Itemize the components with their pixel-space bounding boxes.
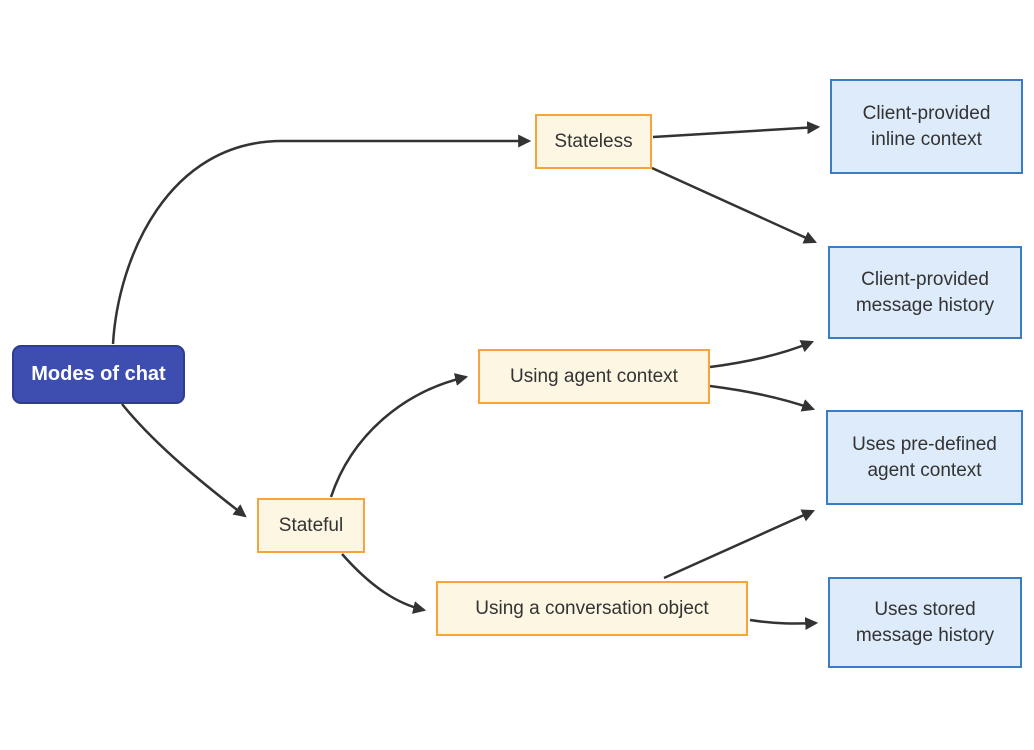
edge-stateless-to-message-history xyxy=(651,166,817,244)
node-label: Client-provided message history xyxy=(855,269,995,316)
edge-stateless-to-inline-context xyxy=(652,121,821,139)
node-label: Client-provided inline context xyxy=(862,103,991,150)
node-stateless: Stateless xyxy=(535,114,652,169)
node-label: Using agent context xyxy=(510,365,678,387)
node-client-provided-inline-context: Client-provided inline context xyxy=(830,79,1023,174)
edge-agent-context-to-predefined-context xyxy=(709,384,816,412)
node-label: Modes of chat xyxy=(31,363,166,386)
node-modes-of-chat: Modes of chat xyxy=(12,345,185,404)
node-uses-predefined-agent-context: Uses pre-defined agent context xyxy=(826,410,1023,505)
edge-root-to-stateless xyxy=(111,134,532,345)
edge-stateful-to-agent-context xyxy=(329,373,469,498)
node-label: Uses stored message history xyxy=(855,599,995,646)
node-using-agent-context: Using agent context xyxy=(478,349,710,404)
node-label: Stateless xyxy=(554,130,633,152)
node-using-conversation-object: Using a conversation object xyxy=(436,581,748,636)
node-uses-stored-message-history: Uses stored message history xyxy=(828,577,1022,668)
node-label: Uses pre-defined agent context xyxy=(852,434,997,481)
edge-conversation-object-to-stored-history xyxy=(749,617,819,631)
node-label: Using a conversation object xyxy=(475,597,709,619)
edge-root-to-stateful xyxy=(121,403,247,518)
edge-stateful-to-conversation-object xyxy=(341,553,427,614)
node-label: Stateful xyxy=(278,514,344,536)
edge-agent-context-to-message-history xyxy=(709,340,815,369)
node-stateful: Stateful xyxy=(257,498,365,553)
node-client-provided-message-history: Client-provided message history xyxy=(828,246,1022,339)
edge-conversation-object-to-predefined-context xyxy=(663,509,815,580)
